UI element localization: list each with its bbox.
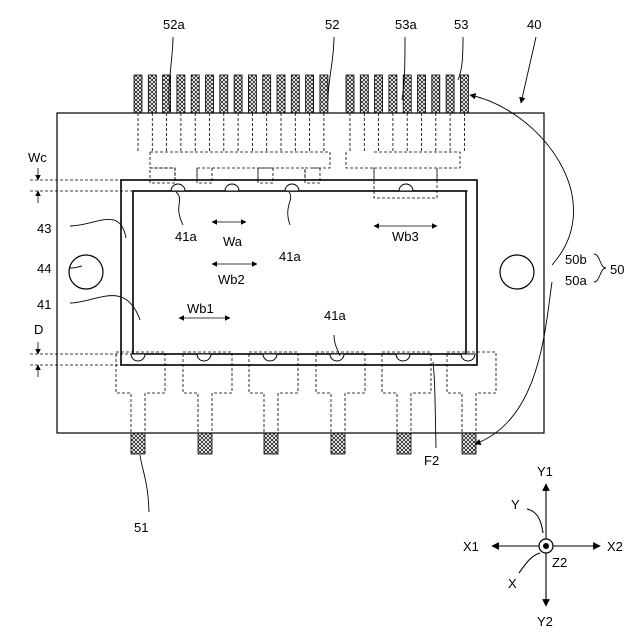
label-50: 50 [610,262,624,277]
top-pin-7 [220,75,228,113]
bottom-pin-5 [397,433,411,454]
axis-y2: Y2 [537,614,553,629]
label-53a: 53a [395,17,417,32]
label-41a-bottom: 41a [324,308,346,323]
top-pin-2 [148,75,156,113]
top-pin-20 [418,75,426,113]
package-body [57,113,544,433]
label-f2: F2 [424,453,439,468]
label-wb3: Wb3 [392,229,419,244]
top-pin-6 [206,75,214,113]
label-44: 44 [37,261,51,276]
label-52a: 52a [163,17,185,32]
label-41: 41 [37,297,51,312]
z-axis-dot [543,543,549,549]
axis-x: X [508,576,517,591]
top-pin-14 [320,75,328,113]
top-pin-8 [234,75,242,113]
top-pin-15 [346,75,354,113]
bottom-pin-6 [462,433,476,454]
label-41a-left: 41a [175,229,197,244]
top-pin-18 [389,75,397,113]
bottom-pin-4 [331,433,345,454]
top-pin-1 [134,75,142,113]
bottom-pin-group [131,433,476,454]
axis-y1: Y1 [537,464,553,479]
label-wa: Wa [223,234,243,249]
axis-x2: X2 [607,539,623,554]
top-pin-5 [191,75,199,113]
top-pin-9 [248,75,256,113]
label-wc: Wc [28,150,47,165]
label-wb1: Wb1 [187,301,214,316]
top-pin-21 [432,75,440,113]
axis-x1: X1 [463,539,479,554]
label-50b: 50b [565,252,587,267]
label-43: 43 [37,221,51,236]
top-pin-group [134,75,468,113]
axis-y: Y [511,497,520,512]
bottom-pin-3 [264,433,278,454]
mounting-hole-right [500,255,534,289]
bottom-pin-2 [198,433,212,454]
top-pin-4 [177,75,185,113]
top-pin-22 [446,75,454,113]
top-pin-12 [291,75,299,113]
top-pin-13 [306,75,314,113]
label-51: 51 [134,520,148,535]
top-pin-10 [263,75,271,113]
label-40: 40 [527,17,541,32]
top-pin-23 [460,75,468,113]
axis-z2: Z2 [552,555,567,570]
top-pin-11 [277,75,285,113]
top-pin-17 [375,75,383,113]
label-53: 53 [454,17,468,32]
top-pin-16 [360,75,368,113]
label-d: D [34,322,43,337]
label-50a: 50a [565,273,587,288]
bottom-pin-1 [131,433,145,454]
label-52: 52 [325,17,339,32]
mounting-hole-left [69,255,103,289]
top-pin-19 [403,75,411,113]
label-wb2: Wb2 [218,272,245,287]
label-41a-right: 41a [279,249,301,264]
